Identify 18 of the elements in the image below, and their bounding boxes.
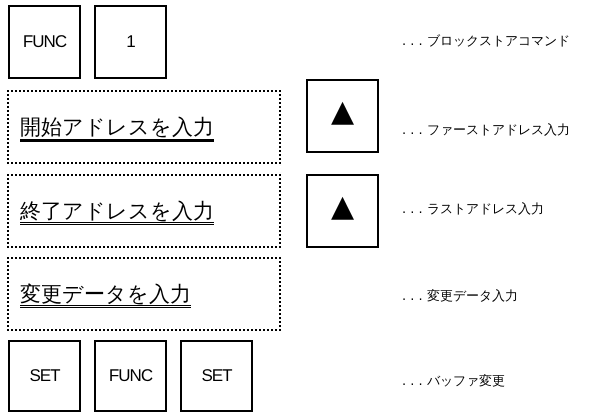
- description-text: . . . ラストアドレス入力: [402, 201, 544, 218]
- arrow-key-button: ▲: [306, 79, 379, 153]
- key-button: SET: [180, 340, 253, 412]
- key-button: SET: [8, 340, 81, 412]
- description-text: . . . 変更データ入力: [402, 288, 518, 305]
- key-button: FUNC: [94, 340, 167, 412]
- description-text: . . . バッファ変更: [402, 373, 505, 390]
- input-prompt-box: [7, 90, 281, 164]
- key-button: FUNC: [8, 5, 81, 79]
- key-button: 1: [94, 5, 167, 79]
- input-prompt-box: [7, 257, 281, 331]
- prompt-text: 変更データを入力: [20, 281, 191, 308]
- description-text: . . . ブロックストアコマンド: [402, 33, 570, 50]
- prompt-text: 終了アドレスを入力: [20, 198, 214, 225]
- prompt-text: 開始アドレスを入力: [20, 114, 214, 141]
- input-prompt-box: [7, 174, 281, 248]
- description-text: . . . ファーストアドレス入力: [402, 122, 570, 139]
- arrow-key-button: ▲: [306, 174, 379, 248]
